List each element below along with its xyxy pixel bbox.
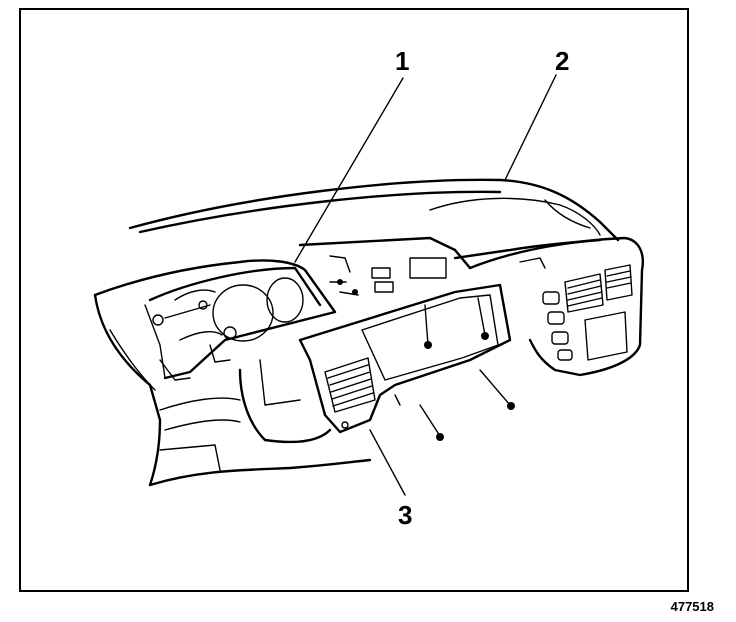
figure-id: 477518 [670,599,714,614]
bezel-screws [394,297,515,441]
callout-2-label: 2 [555,46,570,76]
right-dash-bezel [453,236,644,377]
lower-dash-left [93,293,372,487]
callout-3-label: 3 [398,500,413,530]
center-trim-bezel [298,283,515,441]
instrument-panel-upper-trim [128,178,620,242]
center-air-vent [324,357,376,413]
callout-leader-lines [294,74,557,496]
callout-1-leader [294,77,404,263]
right-air-vent [564,264,633,313]
callout-3-leader [369,429,406,496]
center-stack-upper [298,236,472,296]
callout-1-label: 1 [395,46,410,76]
instrument-cluster [93,259,337,381]
illustration-frame [19,8,689,592]
callout-2-leader [504,74,557,181]
